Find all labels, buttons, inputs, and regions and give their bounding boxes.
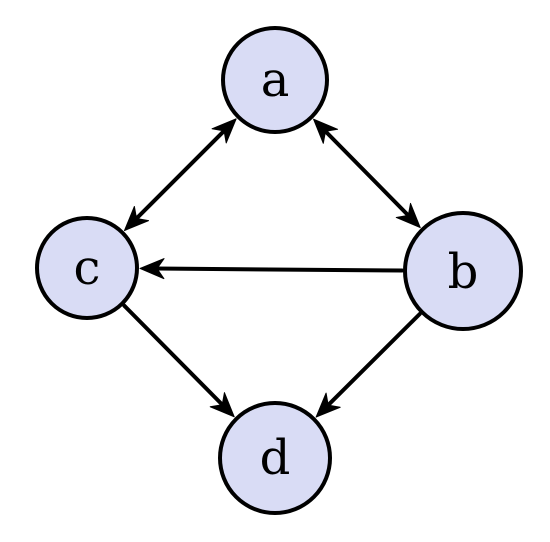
node-c-circle: [35, 216, 139, 320]
node-d-label: d: [260, 430, 291, 486]
nodes-layer: a b c d: [35, 26, 523, 515]
arrow-head-a-b-at-a: [313, 118, 339, 144]
arrow-head-c-d-at-d: [209, 392, 235, 418]
edge-c-d: [122, 303, 225, 408]
edge-b-d: [325, 312, 422, 408]
node-a-label: a: [261, 52, 290, 108]
edge-a-c: [133, 128, 227, 222]
node-d: d: [218, 401, 332, 515]
edge-b-c: [153, 266, 405, 273]
arrow-head-a-b-at-b: [395, 202, 421, 229]
node-b: b: [403, 211, 523, 331]
node-c: c: [35, 216, 139, 320]
edge-a-b: [322, 128, 411, 219]
node-b-label: b: [448, 244, 479, 300]
node-d-circle: [218, 401, 332, 515]
arrow-head-a-c-at-c: [123, 205, 150, 232]
node-a: a: [221, 26, 329, 134]
node-a-circle: [221, 26, 329, 134]
arrow-head-b-c-at-c: [139, 258, 165, 280]
node-b-circle: [403, 211, 523, 331]
node-c-label: c: [74, 240, 101, 296]
edges-layer: [122, 118, 422, 418]
arrow-head-b-d-at-d: [315, 392, 341, 418]
arrow-head-a-c-at-a: [211, 118, 237, 144]
